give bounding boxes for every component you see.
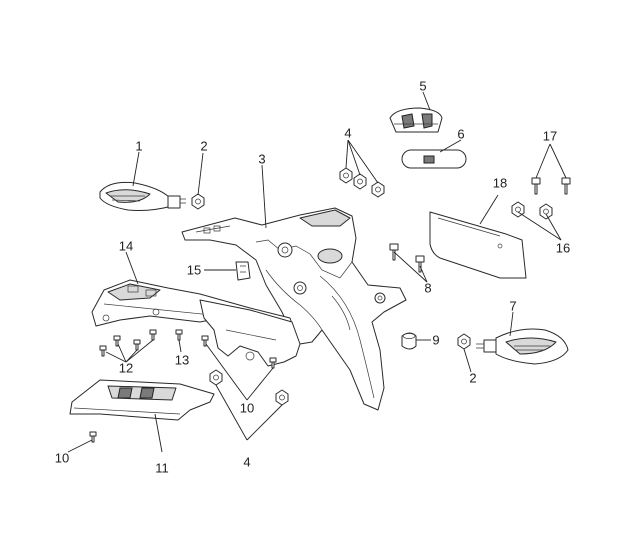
callout-9: 9 — [432, 332, 440, 348]
callout-2-right: 2 — [469, 370, 477, 386]
bolts-part-8 — [389, 243, 425, 273]
nuts-part-lower — [209, 369, 289, 406]
nut-part-right — [457, 333, 471, 350]
left-turn-signal-part — [99, 181, 186, 211]
license-light-housing-part — [389, 107, 443, 133]
fender-bracket-part — [181, 207, 407, 411]
callout-15: 15 — [186, 262, 202, 278]
callout-10-lower: 10 — [54, 450, 70, 466]
callout-12: 12 — [118, 360, 134, 376]
callout-5: 5 — [419, 78, 427, 94]
callout-6: 6 — [457, 126, 465, 142]
callout-4-upper: 4 — [344, 125, 352, 141]
nut-part-left — [191, 193, 205, 210]
callout-2-left: 2 — [200, 138, 208, 154]
license-plate-part — [429, 211, 527, 279]
callout-10-middle: 10 — [239, 400, 255, 416]
callout-14: 14 — [118, 238, 134, 254]
clip-part-15 — [235, 261, 251, 281]
callout-8: 8 — [424, 280, 432, 296]
callout-17: 17 — [542, 128, 558, 144]
callout-3: 3 — [258, 151, 266, 167]
callout-18: 18 — [492, 175, 508, 191]
callout-16: 16 — [555, 240, 571, 256]
callout-11: 11 — [155, 460, 169, 476]
license-light-lens-part — [401, 149, 467, 169]
callout-7: 7 — [509, 298, 517, 314]
bolts-part-17 — [531, 177, 571, 195]
screws-part-10-middle — [201, 335, 277, 369]
callout-4-lower: 4 — [243, 454, 251, 470]
screws-part-12 — [99, 329, 157, 357]
side-bracket-part — [199, 299, 301, 367]
callout-1: 1 — [135, 138, 143, 154]
lower-cover-part — [69, 379, 215, 421]
leader-lines — [67, 91, 567, 453]
screw-part-13 — [175, 329, 183, 341]
callout-13: 13 — [174, 352, 190, 368]
right-turn-signal-part — [476, 328, 569, 365]
grommet-part-9 — [401, 332, 417, 350]
nuts-part-16 — [511, 201, 553, 220]
